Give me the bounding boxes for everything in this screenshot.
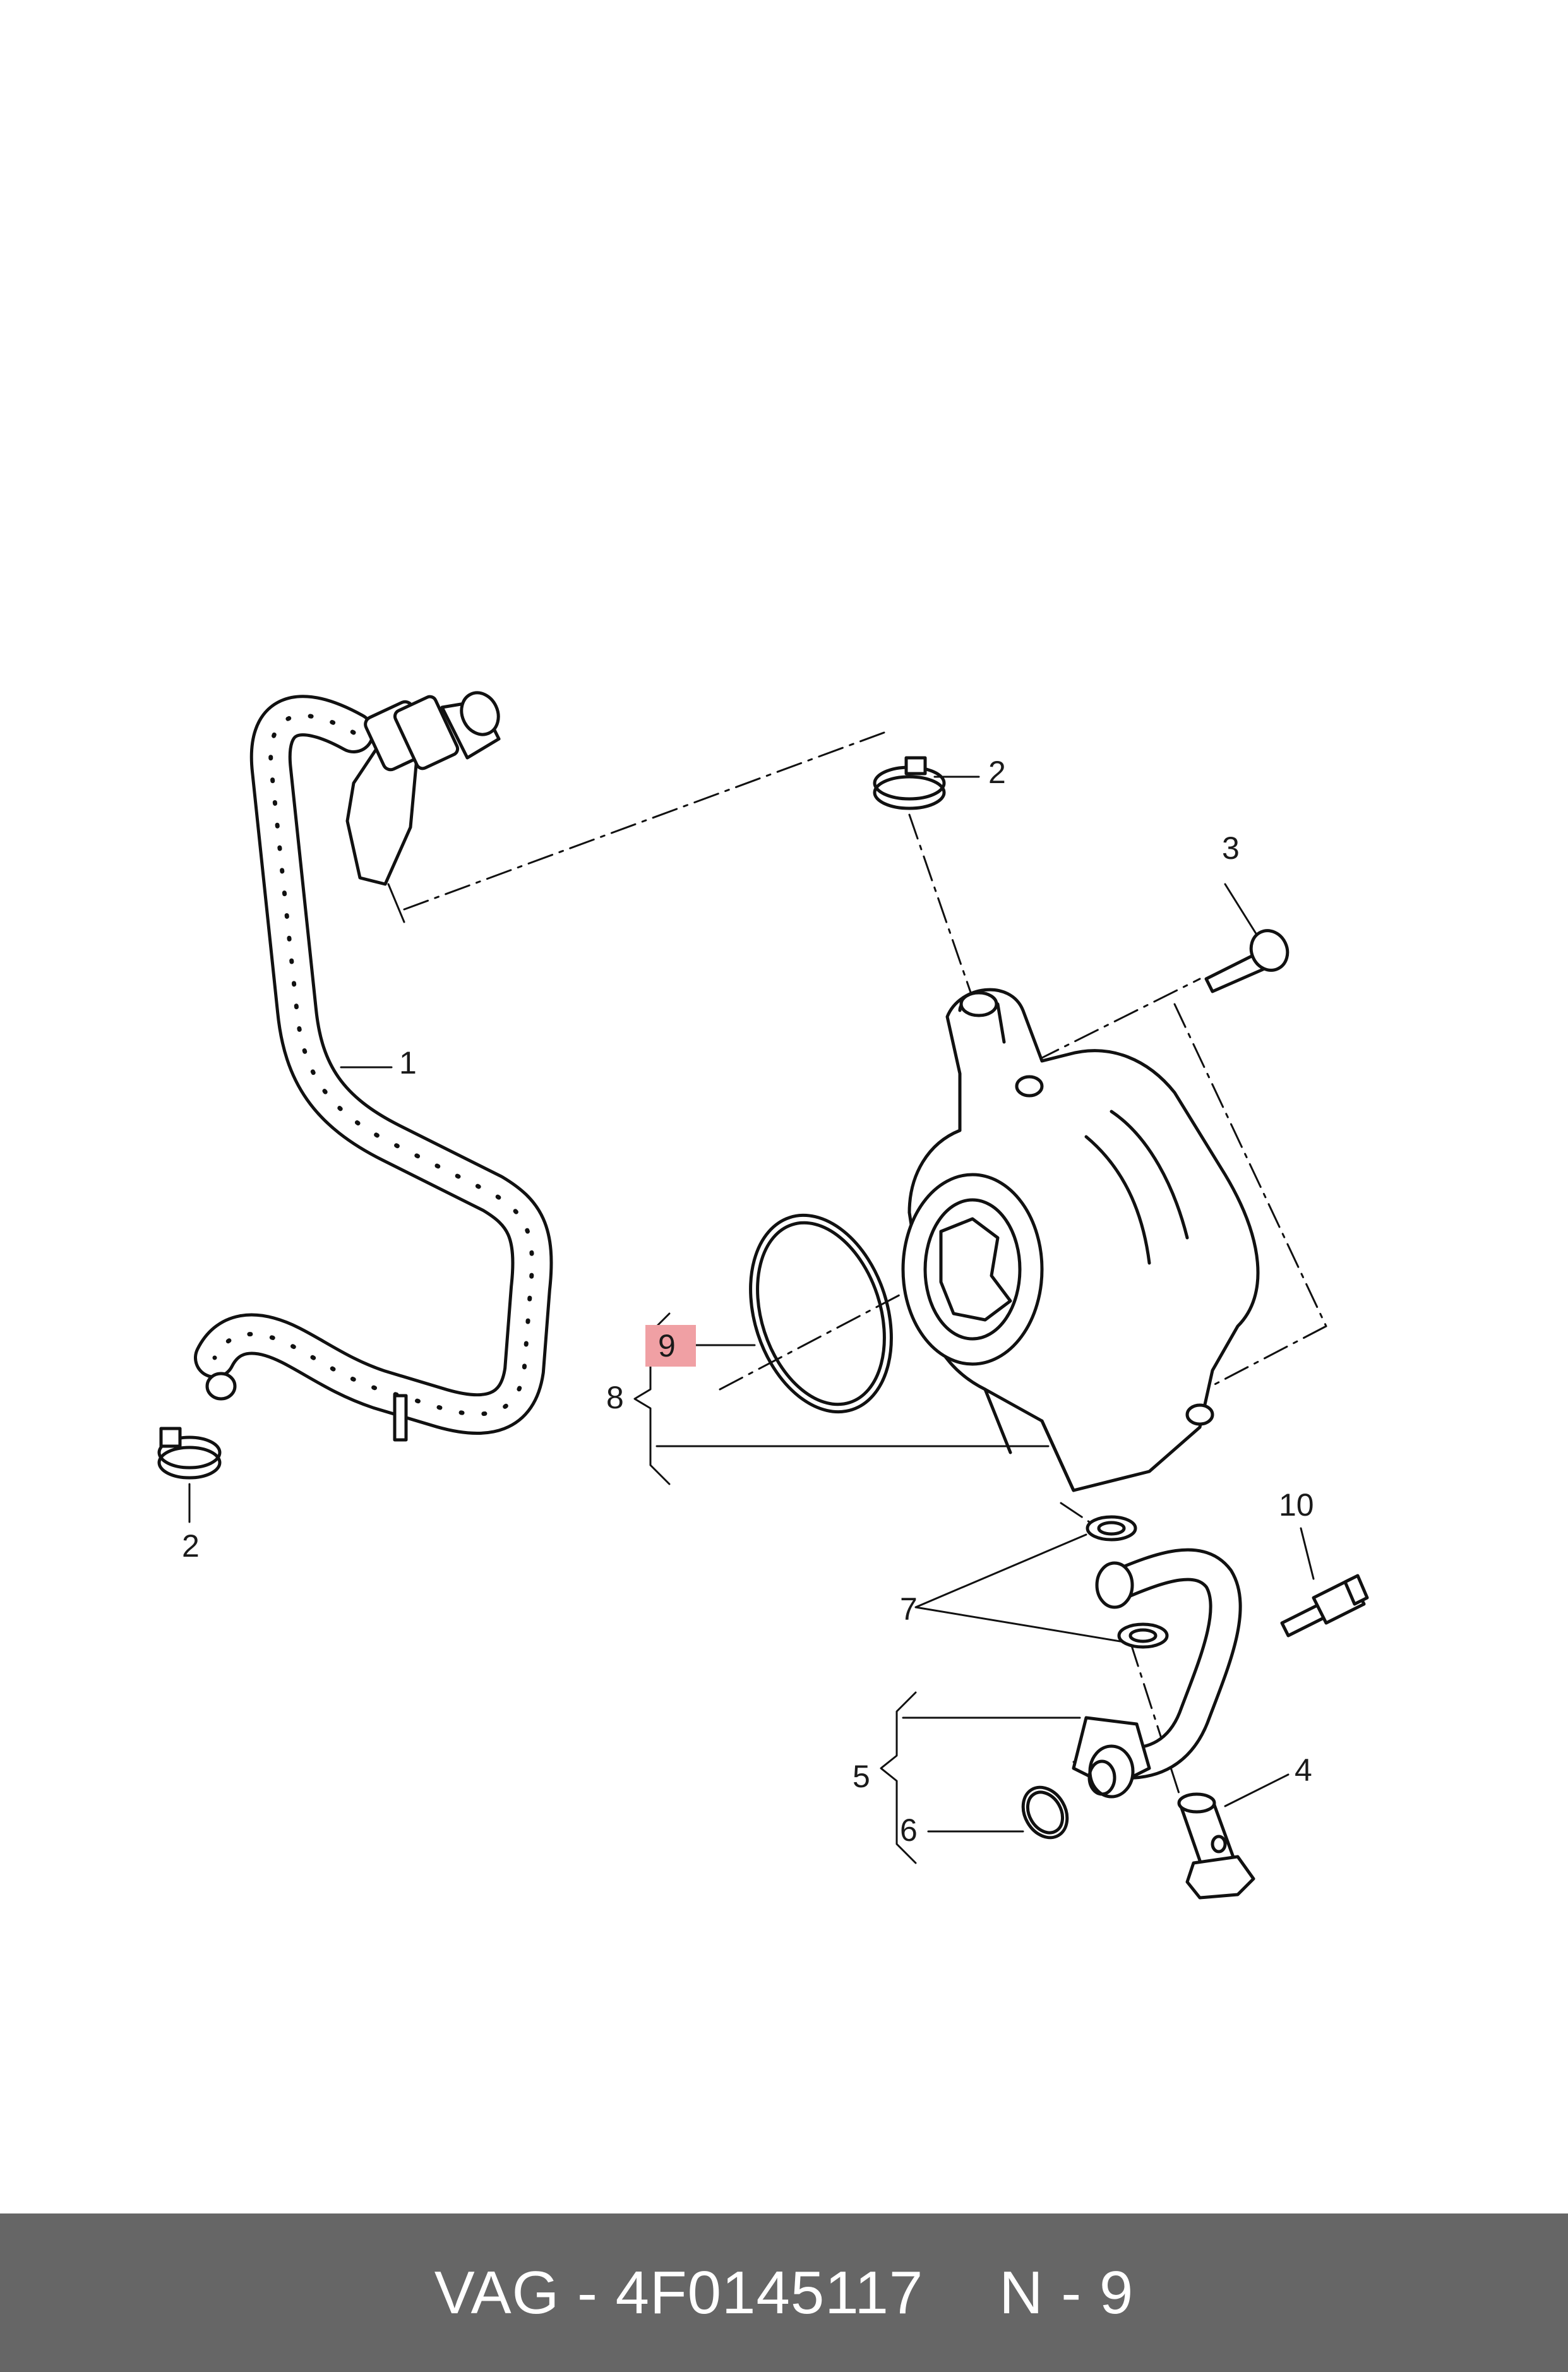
hose-clamp-top (873, 756, 946, 810)
callout-7: 7 (900, 1591, 918, 1627)
o-ring-9 (749, 1213, 893, 1414)
callout-10: 10 (1279, 1487, 1314, 1523)
banjo-bolt-4 (1177, 1792, 1255, 1900)
stud-10 (1280, 1574, 1369, 1638)
footer-bar: VAG - 4F0145117 N - 9 (0, 2213, 1568, 2372)
callout-2-bottom: 2 (182, 1528, 200, 1564)
part-reference: VAG - 4F0145117 (434, 2258, 924, 2327)
callout-9: 9 (658, 1328, 676, 1363)
o-ring-6 (1021, 1785, 1069, 1840)
seal-7-lower (1117, 1622, 1169, 1649)
callout-9-highlight (645, 1325, 696, 1367)
callout-1: 1 (399, 1045, 417, 1081)
position-reference: N - 9 (999, 2258, 1134, 2327)
callout-2-top: 2 (988, 755, 1006, 790)
callout-3: 3 (1222, 830, 1240, 866)
oil-pipe-5 (1072, 1548, 1242, 1799)
callout-6: 6 (900, 1812, 918, 1848)
seal-7-upper (1086, 1515, 1137, 1542)
vacuum-pump-body (901, 988, 1260, 1492)
vacuum-hose (194, 691, 553, 1442)
callout-8: 8 (606, 1380, 624, 1415)
exploded-parts-diagram: 2 1 3 2 9 8 10 7 5 4 6 (157, 691, 1369, 1900)
hose-clamp-bottom (157, 1427, 222, 1480)
callout-4: 4 (1295, 1752, 1312, 1788)
callout-5: 5 (853, 1759, 870, 1794)
bolt-3 (1204, 929, 1290, 993)
